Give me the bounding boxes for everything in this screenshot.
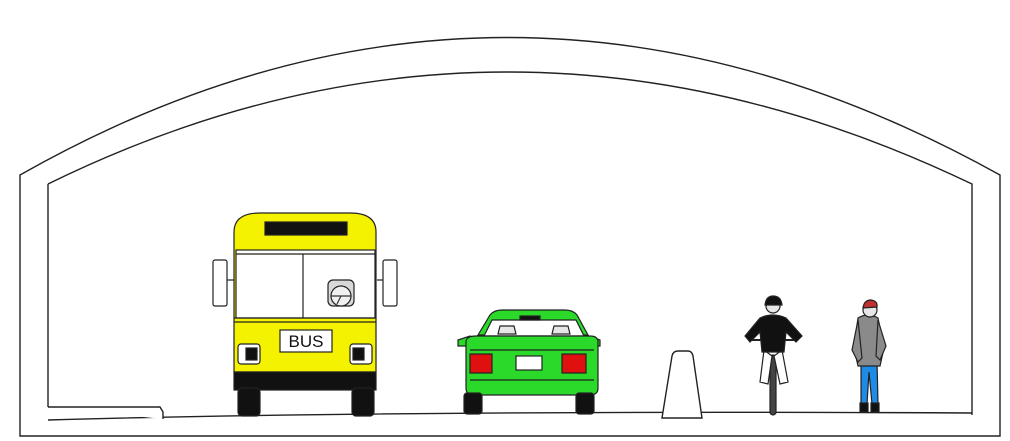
bus-left-wheel <box>237 387 261 417</box>
bus-label-plate <box>279 329 333 353</box>
cyclist-right-leg <box>773 348 789 385</box>
bus-label: BUS <box>289 332 324 351</box>
tunnel-structure <box>19 36 1001 437</box>
bus-destination-sign <box>264 221 348 236</box>
car-right-wheel <box>575 392 595 415</box>
tunnel-inner-arch <box>47 71 973 415</box>
cyclist <box>744 295 803 416</box>
cyclist-helmet <box>764 295 783 306</box>
road-surface <box>47 406 973 421</box>
car-right-tail-light <box>561 353 587 374</box>
pedestrian-hair <box>862 299 878 309</box>
bus-left-mirror <box>212 259 228 307</box>
car-license-plate <box>515 355 543 371</box>
cyclist-left-leg <box>759 348 773 385</box>
cyclist-jacket <box>744 314 803 353</box>
car-left-wheel <box>463 392 483 415</box>
lane-divider-bollard <box>661 350 703 419</box>
road-line <box>47 411 973 421</box>
bicycle-wheel <box>769 354 777 416</box>
car <box>457 309 601 415</box>
tunnel-outer-arch <box>19 36 1001 437</box>
bus-driver <box>327 279 355 307</box>
car-left-tail-light <box>469 353 493 374</box>
bus-bumper <box>233 371 377 391</box>
bus-right-wheel <box>351 387 375 417</box>
pedestrian <box>851 299 887 413</box>
bus-right-mirror <box>382 259 398 307</box>
sidewalk-curb <box>48 406 164 419</box>
bus: BUS <box>212 212 398 417</box>
